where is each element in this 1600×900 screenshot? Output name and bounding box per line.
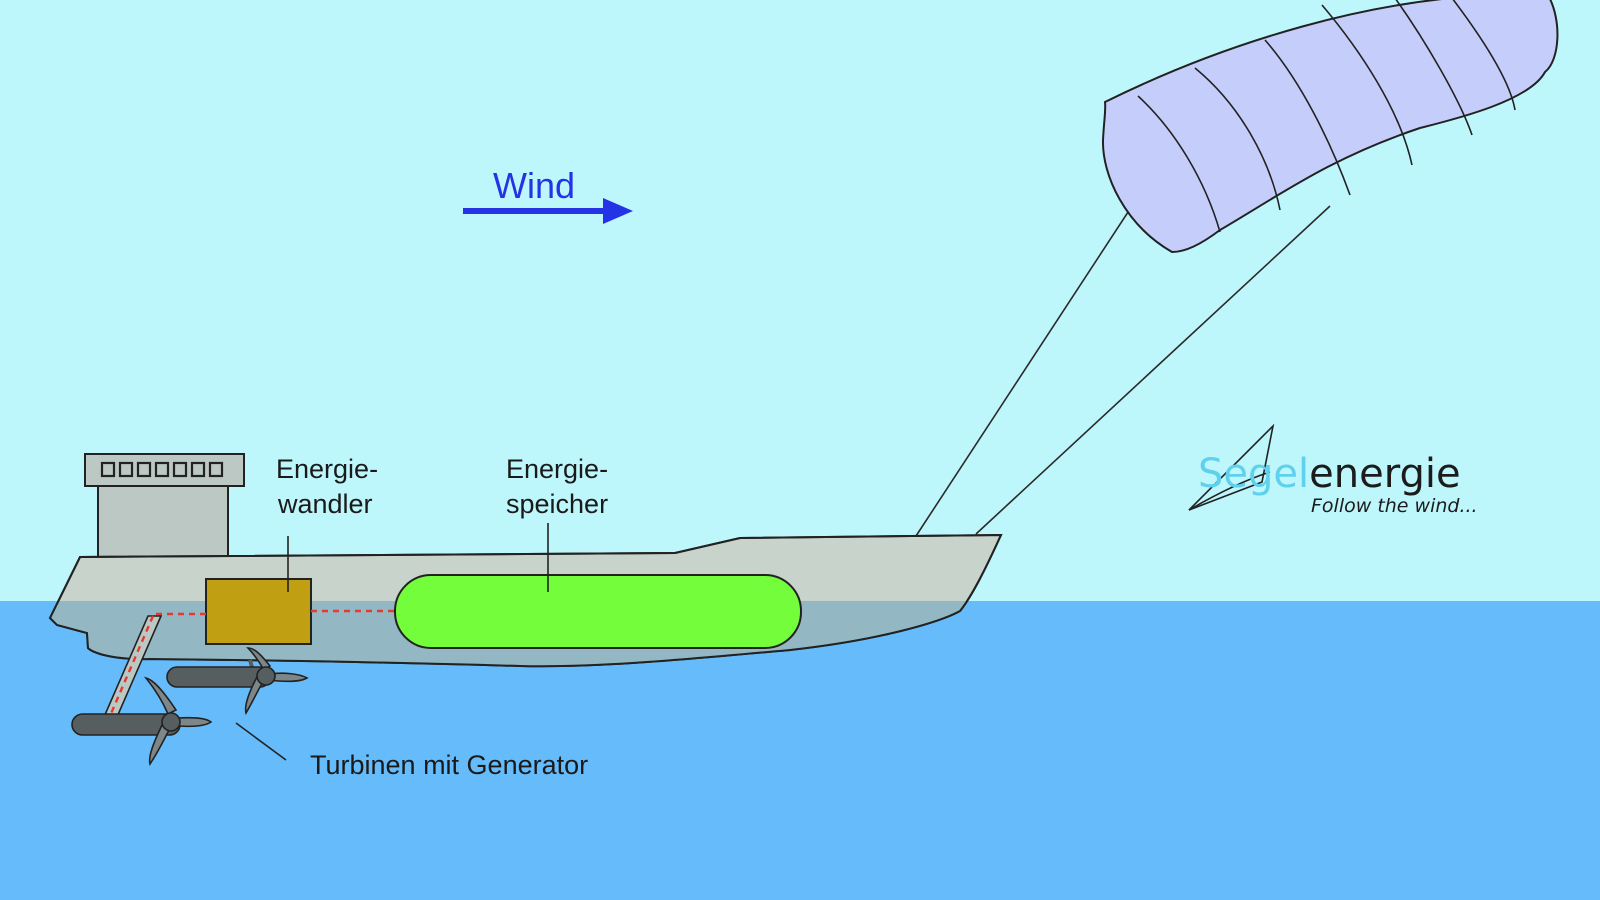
- bridge-windows: [100, 461, 224, 478]
- turbine-front-rotor: [244, 647, 309, 716]
- storage-label-line1: Energie-: [506, 454, 608, 484]
- bridge-top: [84, 453, 245, 487]
- converter-label-line2: wandler: [277, 489, 373, 519]
- turbine-leader: [235, 722, 287, 761]
- power-cable: [153, 609, 395, 616]
- leader-lines: [235, 523, 549, 761]
- kite-tethers: [915, 205, 1331, 537]
- logo-part-accent: Segel: [1198, 451, 1309, 497]
- logo-sail-icon: [1188, 423, 1275, 511]
- strut-cable: [108, 615, 155, 717]
- turbine-label: Turbinen mit Generator: [310, 750, 588, 780]
- bridge-tower: [97, 483, 229, 559]
- converter-label-line1: Energie-: [276, 454, 378, 484]
- kite-tether-front: [915, 205, 1133, 537]
- wind-indicator: Wind: [463, 165, 633, 224]
- kite-canopy: [1101, 0, 1559, 254]
- ship-superstructure: [84, 453, 245, 559]
- kite-tether-rear: [975, 205, 1331, 535]
- segelenergie-logo: Segelenergie Follow the wind...: [1188, 423, 1478, 517]
- logo-part-main: energie: [1309, 451, 1460, 497]
- wind-label: Wind: [493, 165, 575, 206]
- kite-ribs: [1137, 0, 1516, 233]
- energy-converter-box: [205, 578, 312, 645]
- logo-tagline: Follow the wind...: [1311, 495, 1478, 517]
- kite: [1101, 0, 1559, 254]
- turbine-rear-rotor: [143, 676, 213, 766]
- turbine-front: [166, 647, 309, 716]
- logo-wordmark: Segelenergie: [1198, 451, 1461, 497]
- hull-outline: [48, 533, 1003, 668]
- wind-arrow-head: [603, 198, 633, 224]
- storage-label-line2: speicher: [506, 489, 608, 519]
- turbine-rear: [71, 676, 213, 766]
- energy-storage-tank: [394, 574, 802, 649]
